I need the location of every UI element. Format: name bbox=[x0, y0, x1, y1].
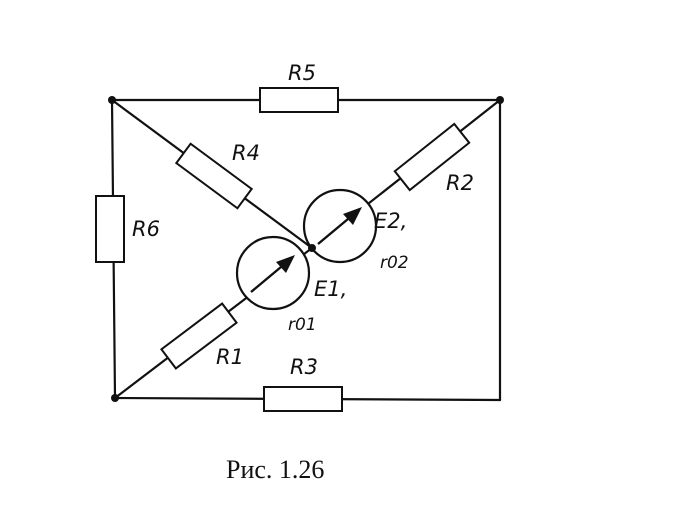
figure-caption: Рис. 1.26 bbox=[226, 455, 324, 484]
resistor-r4 bbox=[174, 142, 254, 210]
label-r3: R3 bbox=[290, 355, 318, 379]
label-r1: R1 bbox=[216, 345, 244, 369]
label-r01: r01 bbox=[288, 315, 317, 335]
resistor-r2 bbox=[393, 122, 471, 192]
resistor-r1 bbox=[160, 302, 238, 370]
node-center bbox=[308, 244, 316, 252]
label-e1: E1, bbox=[314, 277, 347, 301]
label-r6: R6 bbox=[132, 217, 160, 241]
node-bottom-left bbox=[111, 394, 119, 402]
label-r02: r02 bbox=[380, 253, 409, 273]
label-e2: E2, bbox=[374, 209, 407, 233]
label-r5: R5 bbox=[288, 61, 316, 85]
label-r4: R4 bbox=[232, 141, 260, 165]
label-r2: R2 bbox=[446, 171, 474, 195]
resistor-r3 bbox=[263, 386, 343, 412]
source-e2-arrowhead bbox=[343, 207, 362, 225]
node-top-left bbox=[108, 96, 116, 104]
node-top-right bbox=[496, 96, 504, 104]
resistor-r6 bbox=[95, 195, 125, 263]
resistor-r5 bbox=[259, 87, 339, 113]
source-e1-arrowhead bbox=[276, 255, 295, 273]
